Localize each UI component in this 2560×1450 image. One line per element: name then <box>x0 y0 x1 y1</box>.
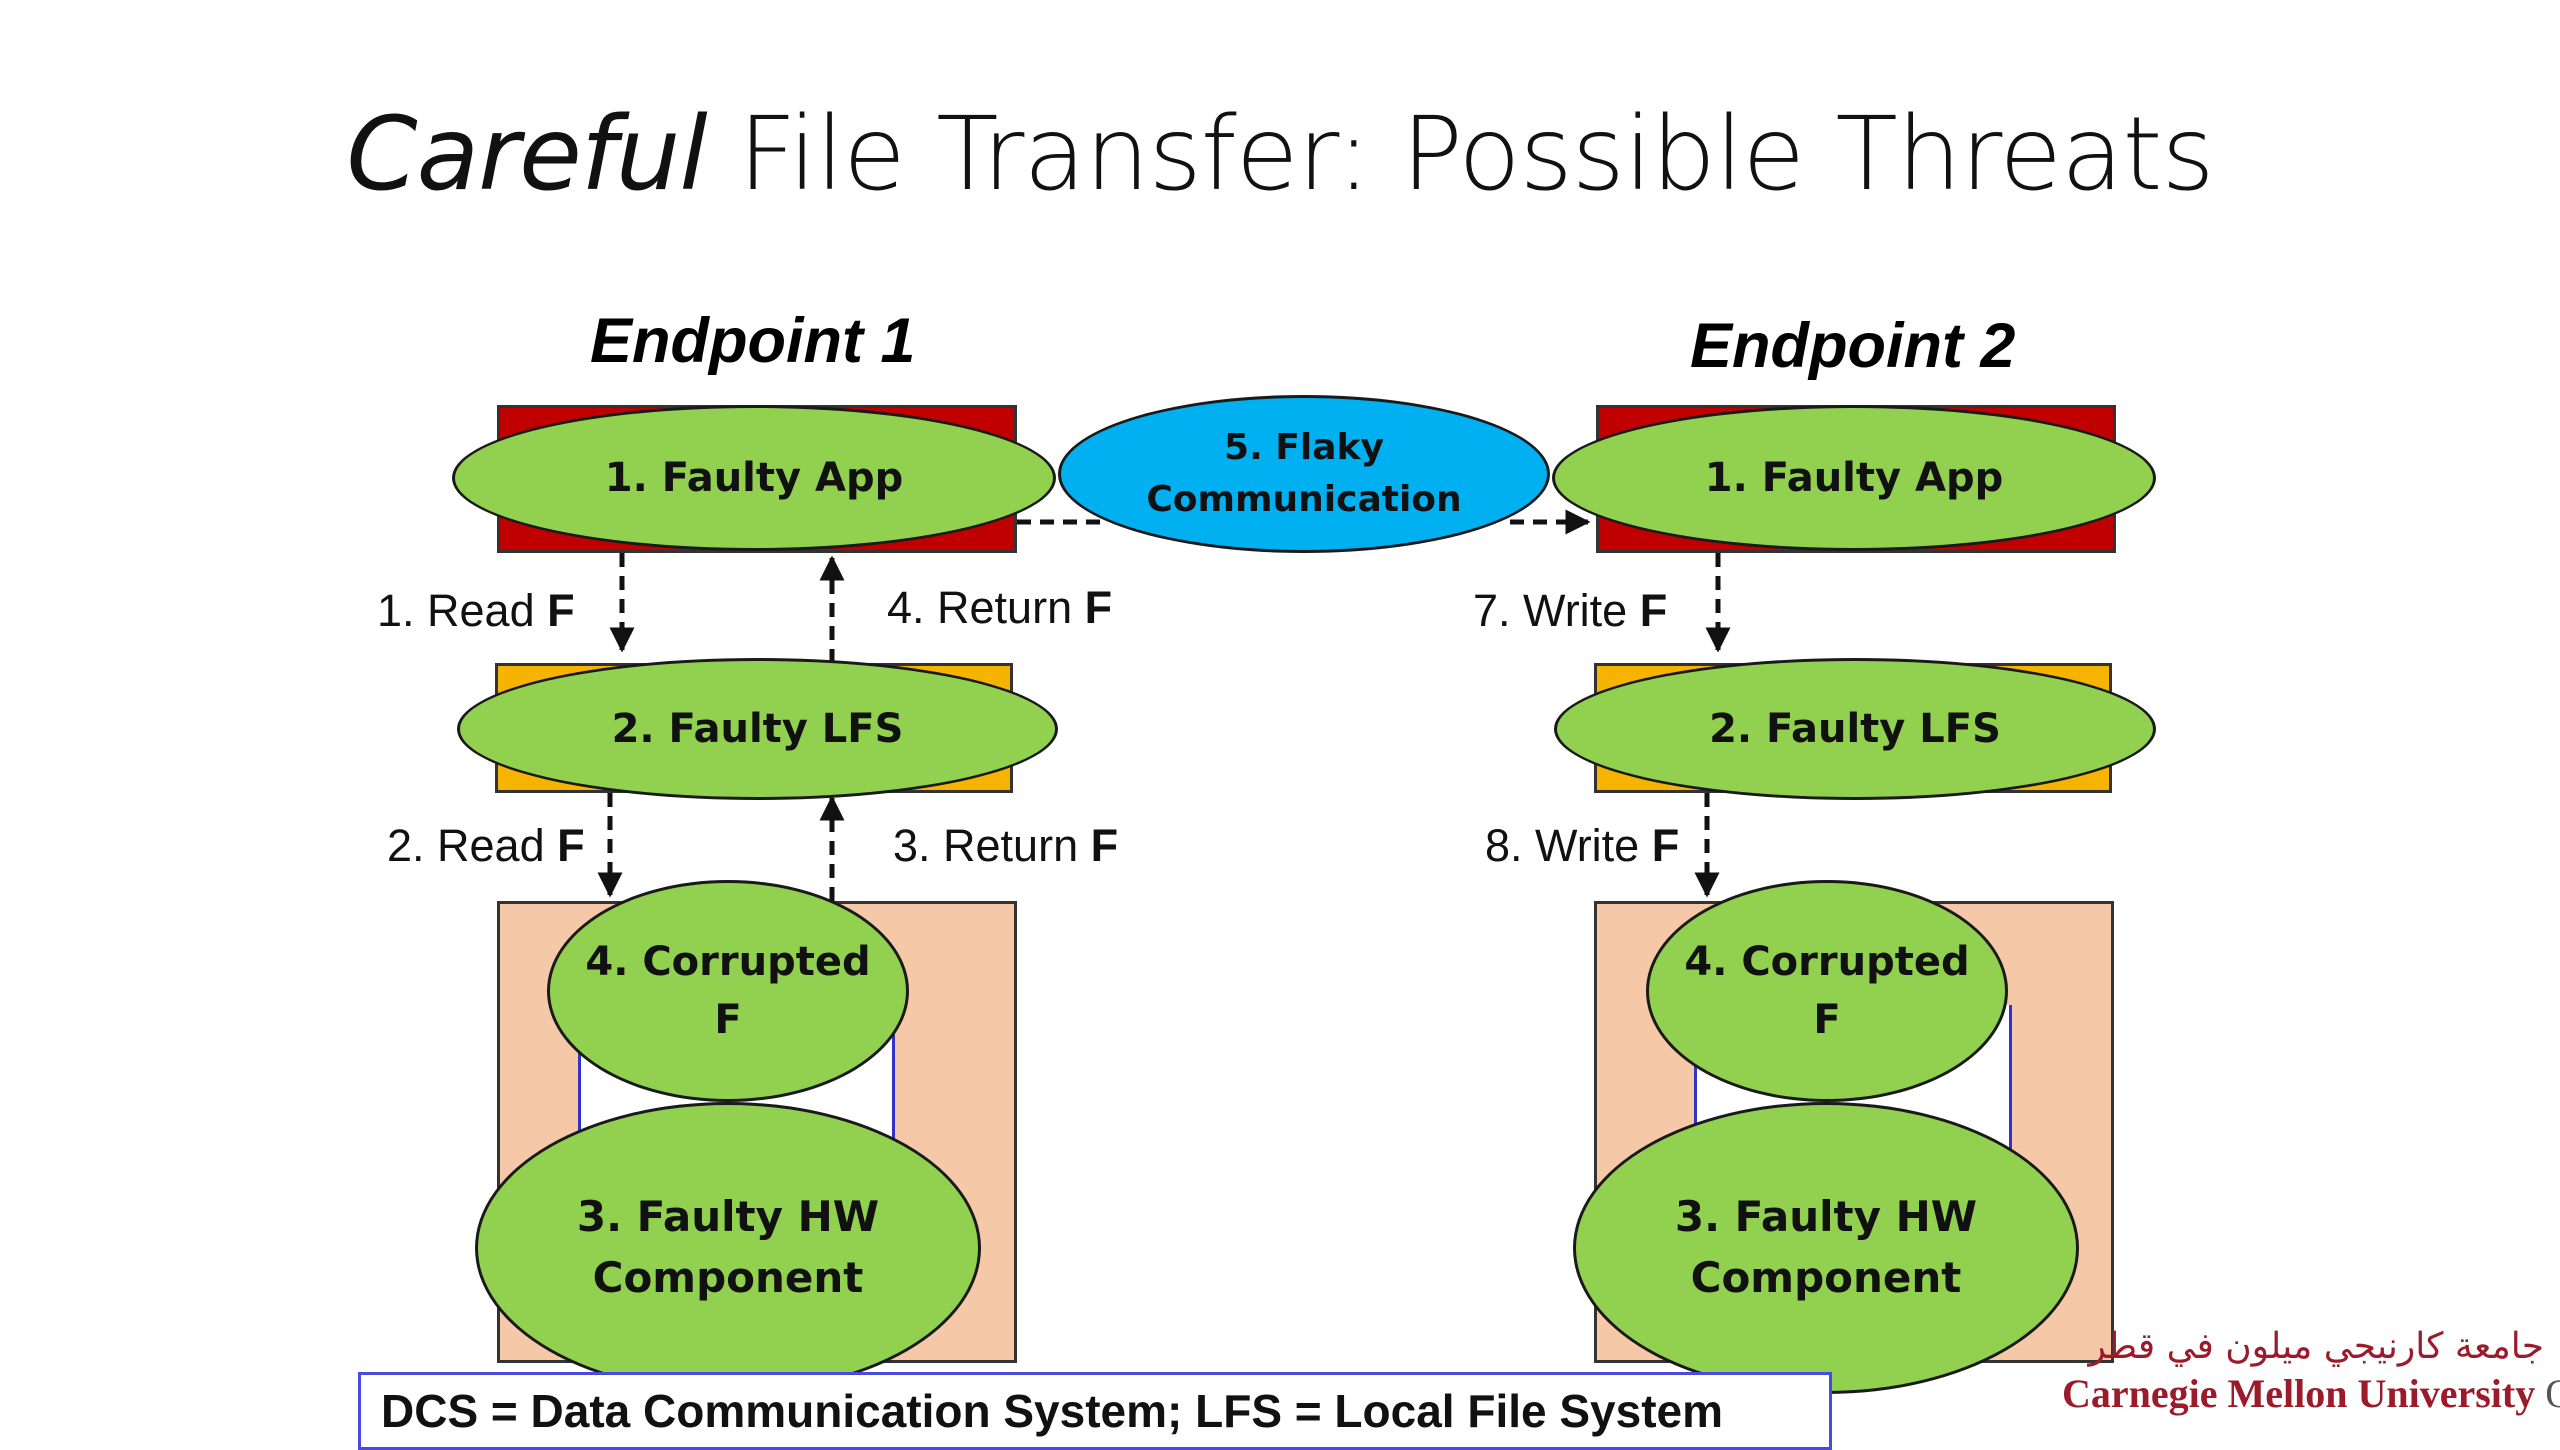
endpoint-1-faulty-app: 1. Faulty App <box>452 405 1056 551</box>
endpoint-2-faulty-lfs-label: 2. Faulty LFS <box>1709 706 2001 752</box>
label-return-4: 4. Return F <box>887 582 1113 633</box>
cmu-qatar-logo: جامعة كارنيجي ميلون في قطر Carnegie Mell… <box>2062 1326 2560 1440</box>
slide-title: Careful File Transfer: Possible Threats <box>0 95 2560 214</box>
endpoint-2-faulty-app-label: 1. Faulty App <box>1704 455 2004 501</box>
legend-text: DCS = Data Communication System; LFS = L… <box>381 1385 1724 1437</box>
endpoint-2-hw-line-2: Component <box>1690 1253 1962 1302</box>
endpoint-1-hw-line-1: 3. Faulty HW <box>576 1192 880 1242</box>
endpoint-1-faulty-app-label: 1. Faulty App <box>604 455 904 501</box>
flaky-line-2: Communication <box>1146 479 1462 520</box>
label-read-1: 1. Read F <box>377 585 575 636</box>
endpoint-1-corrupted-line-1: 4. Corrupted <box>585 939 871 985</box>
endpoint-1-corrupted-line-2: F <box>714 997 742 1043</box>
endpoint-1-faulty-hw: 3. Faulty HW Component <box>475 1102 981 1394</box>
endpoint-2-corrupted-line-1: 4. Corrupted <box>1684 939 1970 985</box>
label-write-8: 8. Write F <box>1485 820 1680 871</box>
logo-english: Carnegie Mellon University Qatar <box>2062 1371 2560 1416</box>
label-read-2: 2. Read F <box>387 820 585 871</box>
endpoint-1-faulty-lfs: 2. Faulty LFS <box>457 658 1058 800</box>
endpoint-2-corrupted-line-2: F <box>1813 997 1841 1043</box>
title-rest: File Transfer: Possible Threats <box>706 95 2214 214</box>
endpoint-2-title: Endpoint 2 <box>1690 311 2016 381</box>
endpoint-2-hw-line-1: 3. Faulty HW <box>1674 1192 1978 1242</box>
endpoint-2-faulty-app: 1. Faulty App <box>1552 405 2156 551</box>
endpoint-1-title: Endpoint 1 <box>590 306 916 376</box>
endpoint-1-faulty-lfs-label: 2. Faulty LFS <box>611 706 904 752</box>
endpoint-1-hw-line-2: Component <box>592 1253 864 1302</box>
logo-arabic: جامعة كارنيجي ميلون في قطر <box>2088 1326 2544 1367</box>
label-write-7: 7. Write F <box>1473 585 1668 636</box>
legend-box: DCS = Data Communication System; LFS = L… <box>358 1372 1832 1450</box>
endpoint-2-faulty-lfs: 2. Faulty LFS <box>1554 658 2156 800</box>
title-italic: Careful <box>346 95 707 214</box>
flaky-line-1: 5. Flaky <box>1224 426 1384 468</box>
label-return-3: 3. Return F <box>893 820 1119 871</box>
endpoint-2-faulty-hw: 3. Faulty HW Component <box>1573 1102 2079 1394</box>
